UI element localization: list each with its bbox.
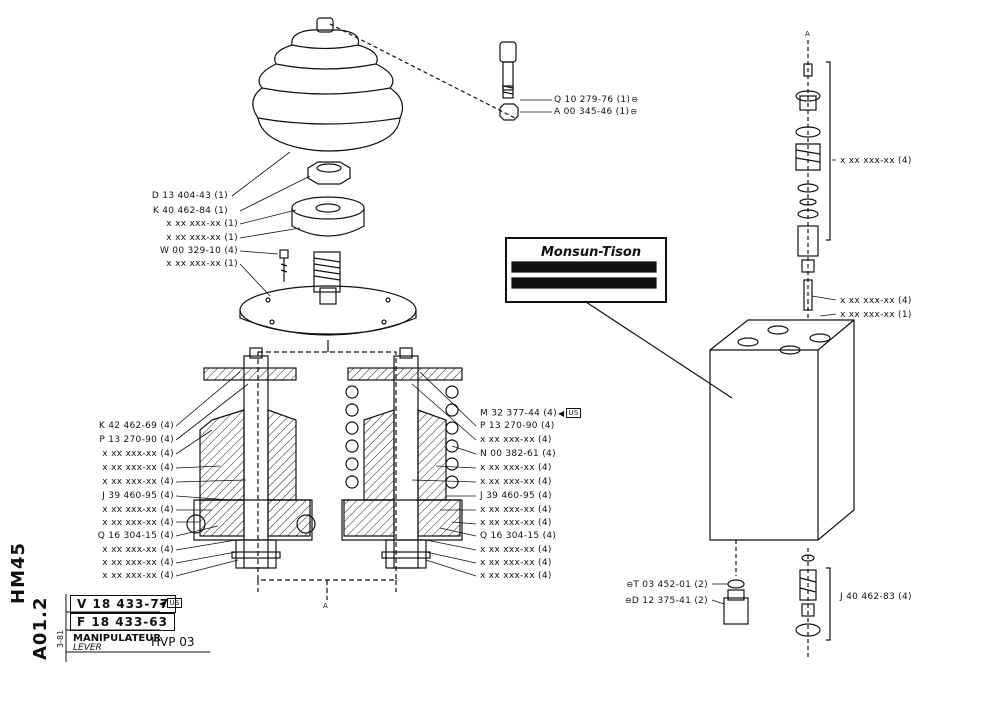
valve-column-bottom — [795, 548, 831, 660]
base-plate — [239, 285, 417, 352]
label-right-12: x xx xxx-xx (4) — [480, 558, 552, 568]
label-left-6: J 39 460-95 (4) — [102, 491, 174, 501]
label-right-3: x xx xxx-xx (4) — [480, 435, 552, 445]
label-right-8: x xx xxx-xx (4) — [480, 505, 552, 515]
us-marker: US — [566, 408, 581, 418]
doc-code-1: HM45 — [8, 541, 29, 604]
label-plate: x xx xxx-xx (1) — [166, 259, 238, 269]
label-valve-set: J 40 462-83 (4) — [840, 592, 912, 602]
label-part-a: x xx xxx-xx (1) — [166, 219, 238, 229]
valve-column — [795, 40, 831, 311]
label-fitting-1: ⊖T 03 452-01 (2) — [626, 580, 708, 590]
name-plate — [505, 237, 733, 399]
valve-block — [709, 300, 855, 576]
title-name-fr: MANIPULATEUR — [73, 633, 162, 644]
plate-sub: MADE IN SWEDEN — [566, 262, 628, 269]
doc-date: 3-81 — [56, 629, 65, 648]
label-right-5: x xx xxx-xx (4) — [480, 463, 552, 473]
label-part-b: x xx xxx-xx (1) — [166, 233, 238, 243]
doc-code-2: A01.2 — [30, 596, 51, 660]
section-marker-top: A — [805, 30, 810, 38]
title-name-en: LEVER — [73, 643, 102, 653]
part-number-main: F 18 433-63 — [70, 613, 175, 631]
label-valve-pin-2: x xx xxx-xx (1) — [840, 310, 912, 320]
right-section — [341, 347, 463, 569]
rubber-boot — [252, 17, 516, 152]
nut — [307, 161, 351, 185]
label-left-5: x xx xxx-xx (4) — [102, 477, 174, 487]
label-left-12: x xx xxx-xx (4) — [102, 571, 174, 581]
label-left-4: x xx xxx-xx (4) — [102, 463, 174, 473]
label-right-11: x xx xxx-xx (4) — [480, 545, 552, 555]
label-left-10: x xx xxx-xx (4) — [102, 545, 174, 555]
label-valve-spring: x xx xxx-xx (4) — [840, 156, 912, 166]
label-left-9: Q 16 304-15 (4) — [97, 531, 174, 541]
washer-ring — [291, 196, 365, 237]
label-left-7: x xx xxx-xx (4) — [102, 505, 174, 515]
label-left-1: K 42 462-69 (4) — [98, 421, 174, 431]
label-left-11: x xx xxx-xx (4) — [102, 558, 174, 568]
left-section — [186, 347, 316, 569]
threaded-stem — [313, 251, 341, 305]
label-right-9: x xx xxx-xx (4) — [480, 518, 552, 528]
screw-small — [279, 249, 289, 282]
fittings — [723, 579, 749, 625]
label-screw: W 00 329-10 (4) — [159, 246, 238, 256]
title-model: HVP 03 — [151, 635, 195, 649]
plate-brand: Monsun-Tison — [541, 245, 642, 260]
label-right-1: M 32 377-44 (4)◀US — [480, 408, 581, 419]
label-right-7: J 39 460-95 (4) — [480, 491, 552, 501]
label-right-2: P 13 270-90 (4) — [480, 421, 555, 431]
label-nut: K 40 462-84 (1) — [152, 206, 228, 216]
label-knob-top: Q 10 279-76 (1)⊖ — [554, 95, 639, 105]
section-frame — [257, 351, 397, 600]
label-right-10: Q 16 304-15 (4) — [480, 531, 557, 541]
part-number-us: V 18 433-77 — [70, 595, 177, 613]
us-flag: ◀US — [159, 598, 182, 608]
label-right-4: N 00 382-61 (4) — [480, 449, 556, 459]
label-left-8: x xx xxx-xx (4) — [102, 518, 174, 528]
label-right-13: x xx xxx-xx (4) — [480, 571, 552, 581]
label-valve-pin-1: x xx xxx-xx (4) — [840, 296, 912, 306]
section-marker-bottom: A — [323, 602, 328, 610]
label-boot: D 13 404-43 (1) — [151, 191, 228, 201]
leader-lines — [175, 99, 837, 605]
label-right-6: x xx xxx-xx (4) — [480, 477, 552, 487]
knob-screw — [499, 41, 519, 121]
label-knob-bottom: A 00 345-46 (1)⊖ — [554, 107, 638, 117]
label-left-3: x xx xxx-xx (4) — [102, 449, 174, 459]
label-left-2: P 13 270-90 (4) — [99, 435, 174, 445]
label-fitting-2: ⊖D 12 375-41 (2) — [624, 596, 708, 606]
